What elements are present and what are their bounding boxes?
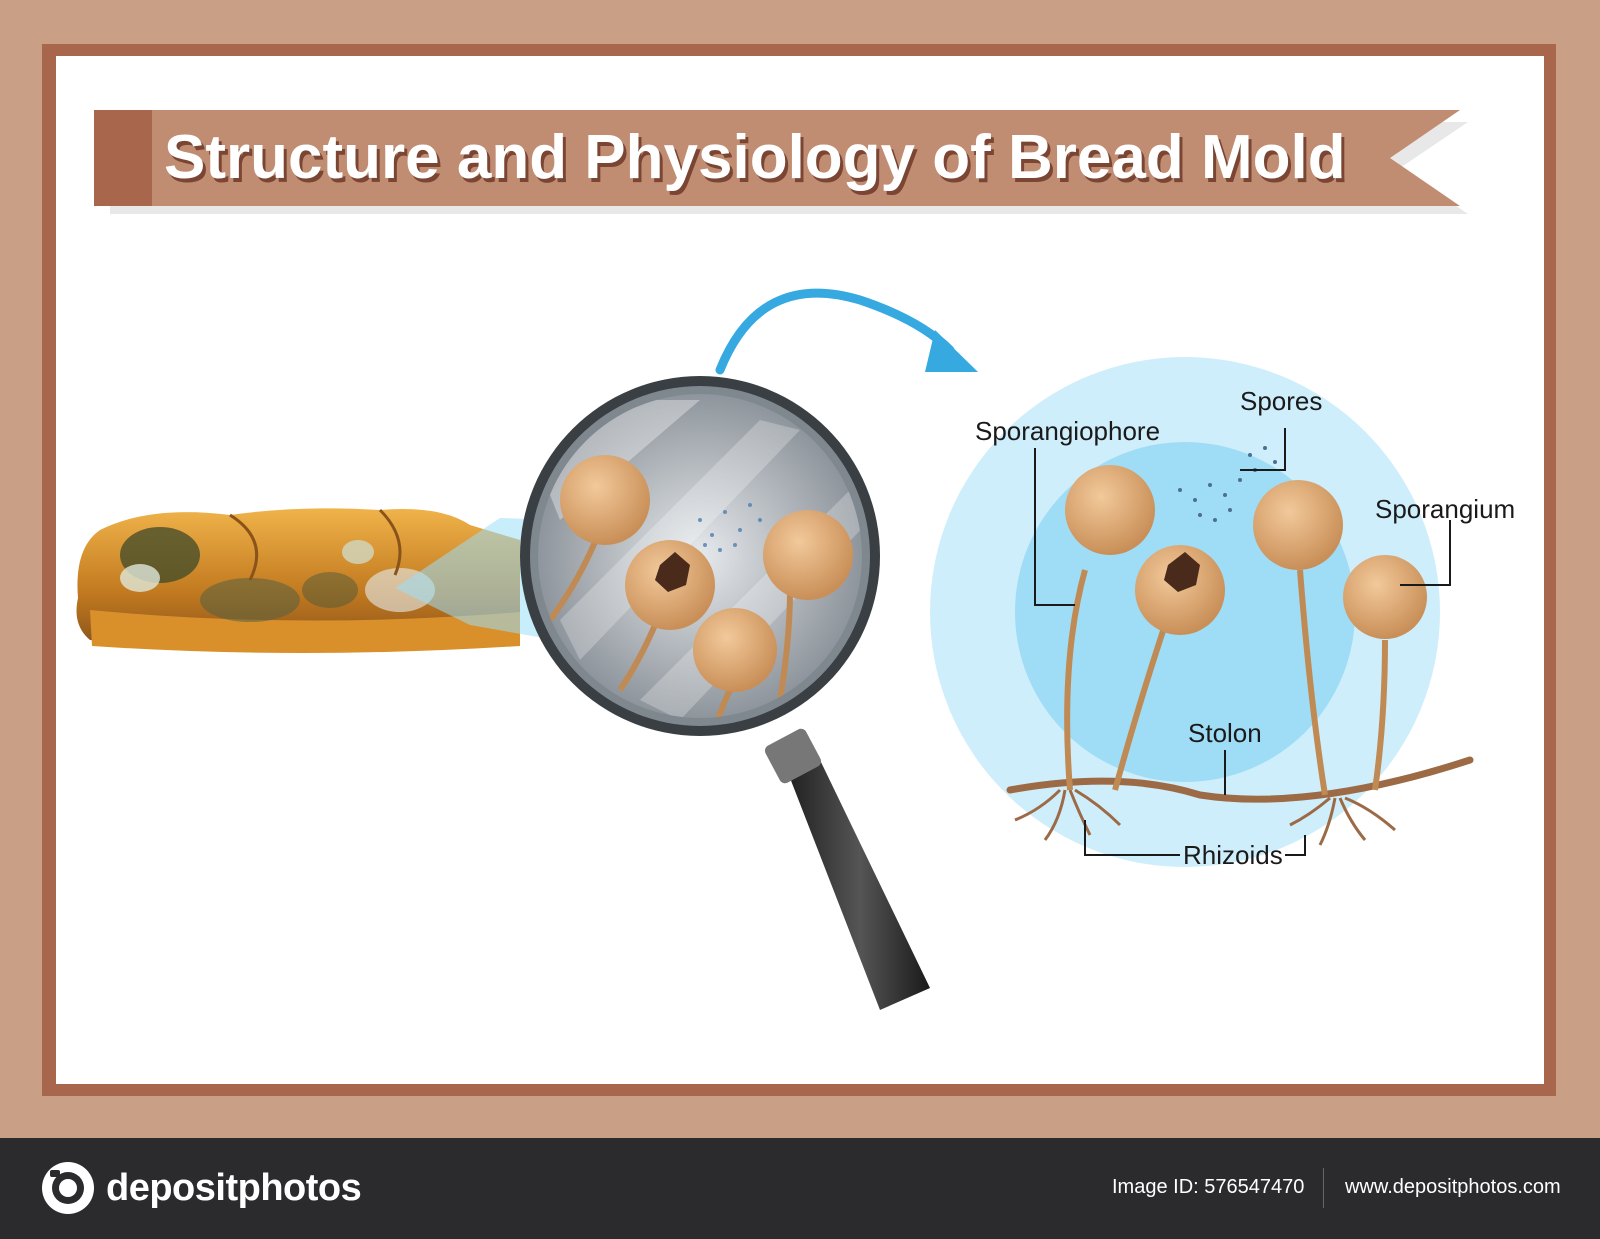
title-banner — [94, 110, 1468, 214]
footer-bar: depositphotos Image ID: 576547470 www.de… — [0, 1138, 1600, 1239]
label-rhizoids: Rhizoids — [1183, 840, 1283, 870]
brand-logo[interactable]: depositphotos — [40, 1160, 362, 1216]
page-title: Structure and Physiology of Bread Mold — [167, 127, 1349, 196]
page-title-face: Structure and Physiology of Bread Mold — [164, 123, 1346, 192]
sporangium-2 — [1112, 545, 1225, 791]
stolon — [1006, 756, 1474, 803]
diagram-illustration: Structure and Physiology of Bread Mold S… — [76, 110, 1515, 1010]
rhizoids — [1014, 788, 1396, 846]
label-stolon: Stolon — [1188, 718, 1262, 748]
image-id: Image ID: 576547470 — [1112, 1176, 1305, 1198]
sporangium-3 — [1253, 480, 1343, 796]
sporangium-4 — [1343, 555, 1427, 791]
spore-cloud — [1178, 446, 1277, 522]
website-link[interactable]: www.depositphotos.com — [1345, 1176, 1561, 1198]
label-spores: Spores — [1240, 386, 1322, 416]
moldy-bread — [76, 508, 520, 653]
magnifying-glass — [520, 376, 930, 1010]
camera-icon — [42, 1162, 94, 1214]
zoom-cone — [395, 518, 560, 640]
brand-name: depositphotos — [106, 1166, 362, 1209]
label-sporangium: Sporangium — [1375, 494, 1515, 524]
sporangium-1 — [1064, 465, 1155, 791]
zoom-arrow — [715, 288, 978, 375]
footer-divider — [1323, 1168, 1324, 1208]
leader-lines — [1034, 428, 1451, 856]
label-sporangiophore: Sporangiophore — [975, 416, 1160, 446]
